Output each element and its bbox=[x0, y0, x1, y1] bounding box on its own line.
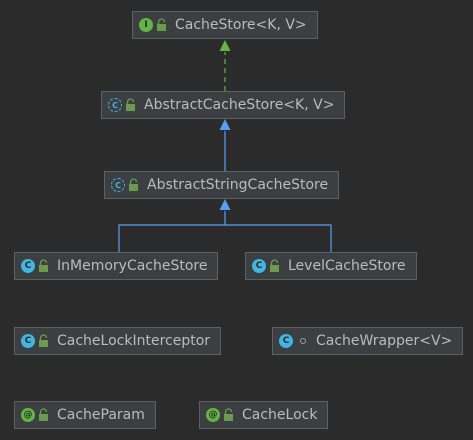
lock-icon bbox=[39, 334, 48, 347]
node-label: AbstractCacheStore<K, V> bbox=[144, 97, 335, 113]
interface-icon: I bbox=[139, 18, 153, 32]
node-abstractstringcachestore[interactable]: C AbstractStringCacheStore bbox=[104, 171, 340, 199]
node-cacheparam[interactable]: @ CacheParam bbox=[14, 401, 156, 429]
lock-icon bbox=[39, 259, 48, 272]
edge-arrowhead-abstractstringcachestore bbox=[219, 199, 231, 210]
abstract-class-icon: C bbox=[111, 178, 125, 192]
class-icon: C bbox=[21, 334, 35, 348]
edge-arrowhead-abstractcachestore bbox=[219, 119, 231, 130]
node-cachelockinterceptor[interactable]: C CacheLockInterceptor bbox=[14, 327, 222, 355]
node-abstractcachestore[interactable]: C AbstractCacheStore<K, V> bbox=[101, 91, 346, 119]
node-cachelock[interactable]: @ CacheLock bbox=[199, 401, 329, 429]
node-cachestore[interactable]: I CacheStore<K, V> bbox=[132, 11, 318, 39]
package-private-icon bbox=[300, 338, 306, 344]
node-label: CacheParam bbox=[57, 407, 145, 423]
annotation-icon: @ bbox=[21, 408, 35, 422]
class-icon: C bbox=[279, 334, 293, 348]
class-icon: C bbox=[21, 259, 35, 273]
lock-icon bbox=[126, 98, 135, 111]
node-label: LevelCacheStore bbox=[288, 258, 406, 274]
node-levelcachestore[interactable]: C LevelCacheStore bbox=[245, 252, 417, 280]
node-label: AbstractStringCacheStore bbox=[147, 177, 329, 193]
class-icon: C bbox=[252, 259, 266, 273]
annotation-icon: @ bbox=[206, 408, 220, 422]
node-label: CacheWrapper<V> bbox=[316, 333, 453, 349]
node-label: CacheStore<K, V> bbox=[175, 17, 307, 33]
node-label: CacheLock bbox=[242, 407, 318, 423]
edge-extends-levelcachestore bbox=[225, 224, 332, 252]
node-inmemorycachestore[interactable]: C InMemoryCacheStore bbox=[14, 252, 219, 280]
edge-extends-inmemorycachestore bbox=[118, 224, 225, 252]
node-label: CacheLockInterceptor bbox=[57, 333, 211, 349]
abstract-class-icon: C bbox=[108, 98, 122, 112]
lock-icon bbox=[157, 18, 166, 31]
lock-icon bbox=[39, 408, 48, 421]
lock-icon bbox=[270, 259, 279, 272]
node-label: InMemoryCacheStore bbox=[57, 258, 208, 274]
edge-arrowhead-cachestore bbox=[219, 40, 231, 51]
node-cachewrapper[interactable]: C CacheWrapper<V> bbox=[272, 327, 464, 355]
lock-icon bbox=[129, 178, 138, 191]
lock-icon bbox=[224, 408, 233, 421]
